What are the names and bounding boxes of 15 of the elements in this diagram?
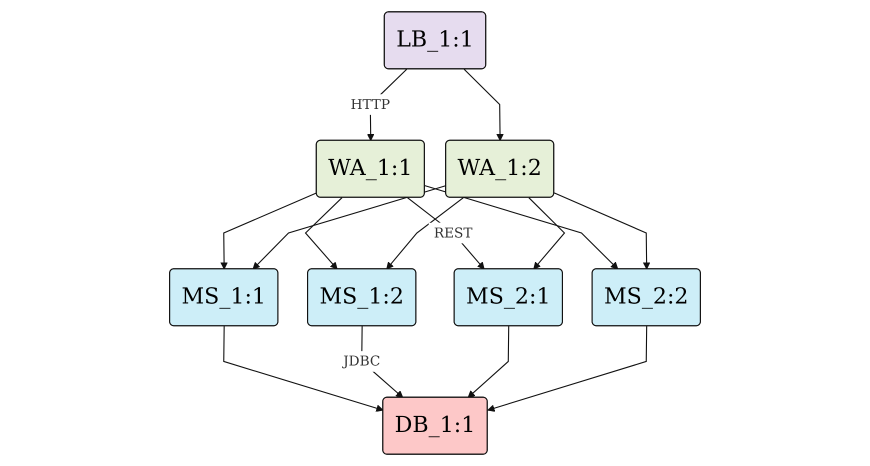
arrow (554, 192, 650, 270)
arrow (304, 197, 342, 270)
arrow (407, 197, 485, 270)
arrow (487, 326, 648, 412)
arrow (424, 185, 618, 270)
arrow (468, 326, 510, 398)
arrow (386, 197, 464, 270)
arrow (223, 326, 384, 412)
arrow (528, 197, 566, 270)
arrow (464, 68, 504, 142)
edge-label: HTTP (350, 96, 390, 112)
edge-label: REST (434, 224, 472, 241)
edge-label: JDBC (343, 352, 380, 370)
arrow (220, 192, 317, 270)
arrow (252, 185, 446, 270)
